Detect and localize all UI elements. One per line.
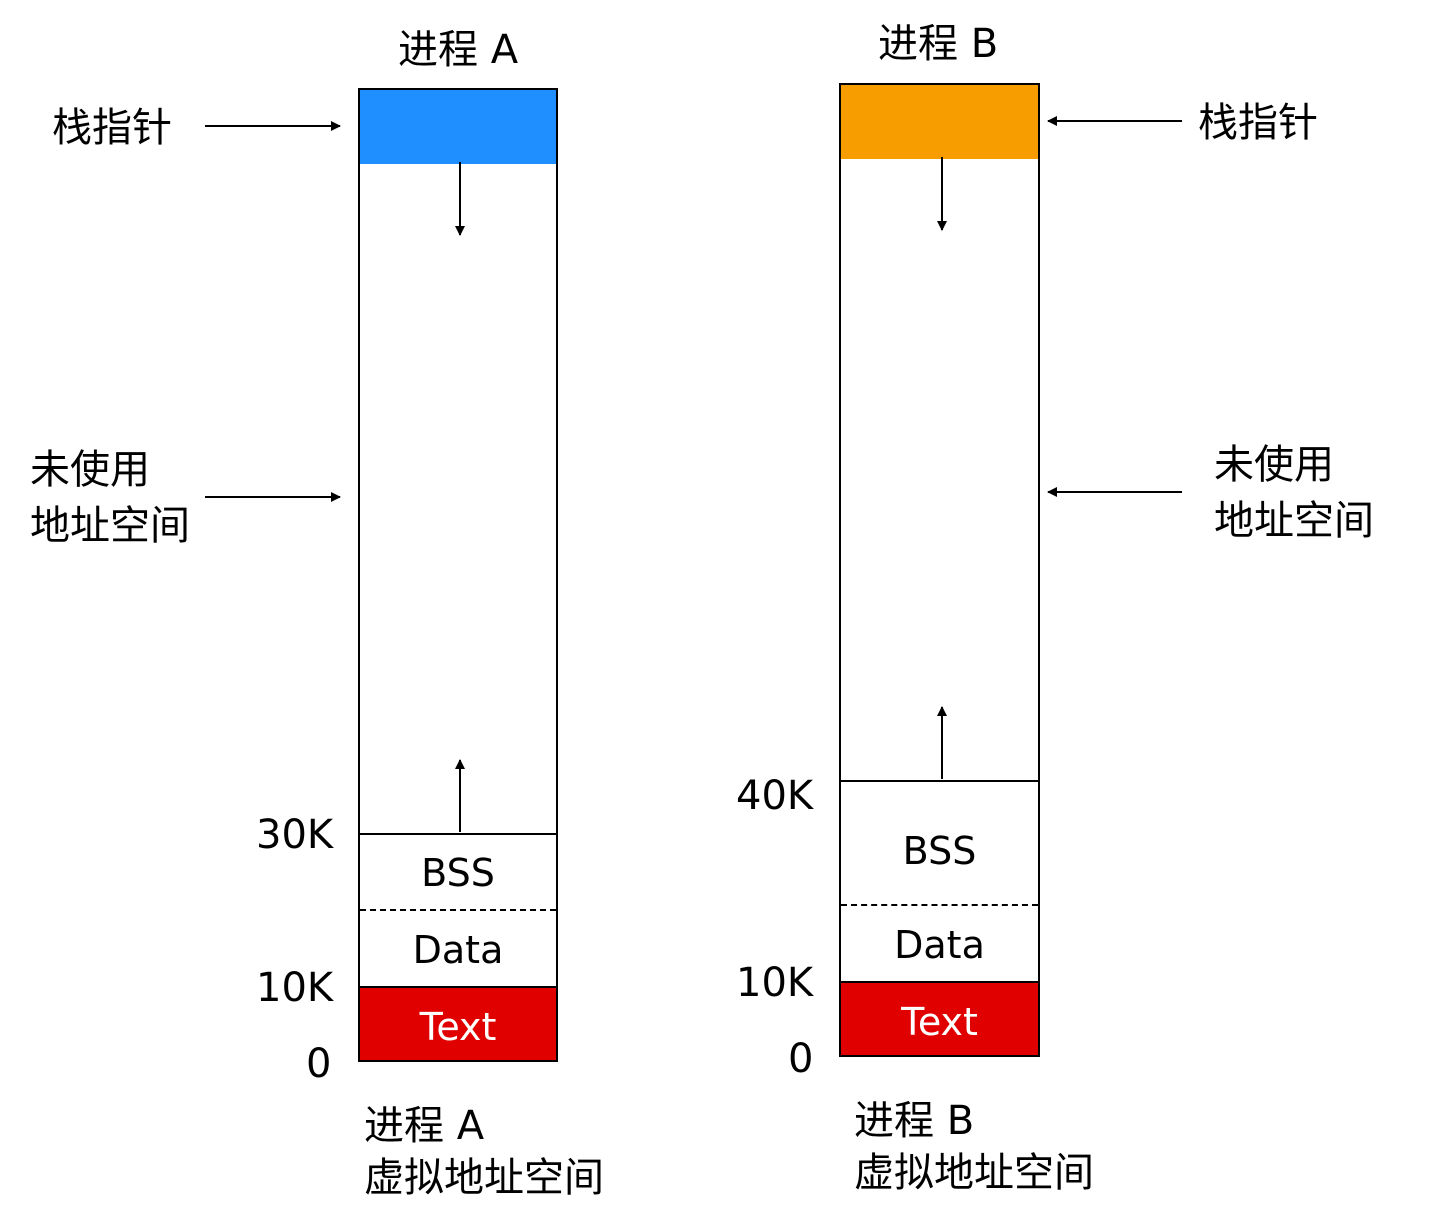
process-a-tick-30k: 30K [256, 812, 334, 858]
process-b-tick-0: 0 [788, 1036, 814, 1082]
process-b-unused-label-line2: 地址空间 [1214, 498, 1374, 544]
process-b-stack-segment [841, 85, 1038, 159]
process-b-data-label: Data [894, 923, 985, 967]
process-a-tick-0: 0 [306, 1041, 332, 1087]
process-a-text-segment: Text [360, 986, 556, 1060]
process-a-tick-10k: 10K [256, 965, 334, 1011]
process-b-tick-40k: 40K [736, 773, 814, 819]
process-a-unused-label-line1: 未使用 [30, 447, 150, 493]
process-b-address-space: BSS Data Text [839, 83, 1040, 1057]
process-a-caption-line2: 虚拟地址空间 [364, 1155, 604, 1201]
process-b-text-segment: Text [841, 981, 1038, 1055]
process-b-stack-pointer-label: 栈指针 [1198, 100, 1318, 146]
process-b-bss-label: BSS [902, 829, 977, 873]
process-a-data-label: Data [412, 928, 504, 972]
process-b-text-label: Text [901, 1000, 978, 1044]
process-a-heap-top-line [360, 833, 556, 835]
process-a-stack-segment [360, 90, 556, 164]
process-b-unused-label-line1: 未使用 [1214, 442, 1334, 488]
process-a-bss-label: BSS [421, 851, 495, 895]
process-b-tick-10k: 10K [736, 960, 814, 1006]
process-a-caption-line1: 进程 A [364, 1103, 485, 1149]
process-b-caption-line2: 虚拟地址空间 [854, 1150, 1094, 1196]
process-a-bss-data-divider [360, 909, 556, 911]
process-a-unused-label-line2: 地址空间 [30, 503, 190, 549]
process-b-bss-data-divider [841, 904, 1038, 906]
process-b-heap-top-line [841, 780, 1038, 782]
process-a-title: 进程 A [398, 27, 519, 73]
process-b-title: 进程 B [878, 21, 999, 67]
process-a-stack-pointer-label: 栈指针 [52, 105, 172, 151]
process-a-address-space: BSS Data Text [358, 88, 558, 1062]
process-a-text-label: Text [419, 1005, 497, 1049]
process-b-caption-line1: 进程 B [854, 1098, 975, 1144]
